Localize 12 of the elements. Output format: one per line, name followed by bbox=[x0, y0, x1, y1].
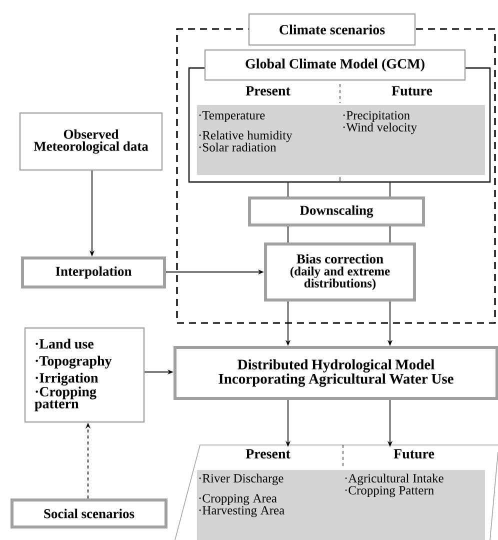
process-box: Bias correction (daily and extreme distributions) bbox=[264, 242, 416, 302]
column-text: Future ·Agricultural Intake ·Cropping Pattern bbox=[345, 449, 444, 498]
process-box: Interpolation bbox=[21, 256, 166, 288]
column-text: Present ·River Discharge ·Cropping Area ·Harvesting Area bbox=[199, 449, 290, 518]
process-box: Downscaling bbox=[248, 196, 425, 226]
column-text: Future ·Precipitation ·Wind velocity bbox=[343, 86, 432, 134]
input-box: ·Land use ·Topography ·Irrigation ·Cropping pattern bbox=[24, 327, 145, 423]
process-box: Social scenarios bbox=[10, 498, 168, 528]
output-panel bbox=[174, 444, 498, 540]
model-box: Distributed Hydrological Model Incorporating Agricultural Water Use bbox=[174, 346, 498, 400]
column-text: Present ·Temperature ·Relative humidity ·Solar radiation bbox=[199, 86, 292, 152]
input-box: Observed Meteorological data bbox=[19, 112, 163, 171]
